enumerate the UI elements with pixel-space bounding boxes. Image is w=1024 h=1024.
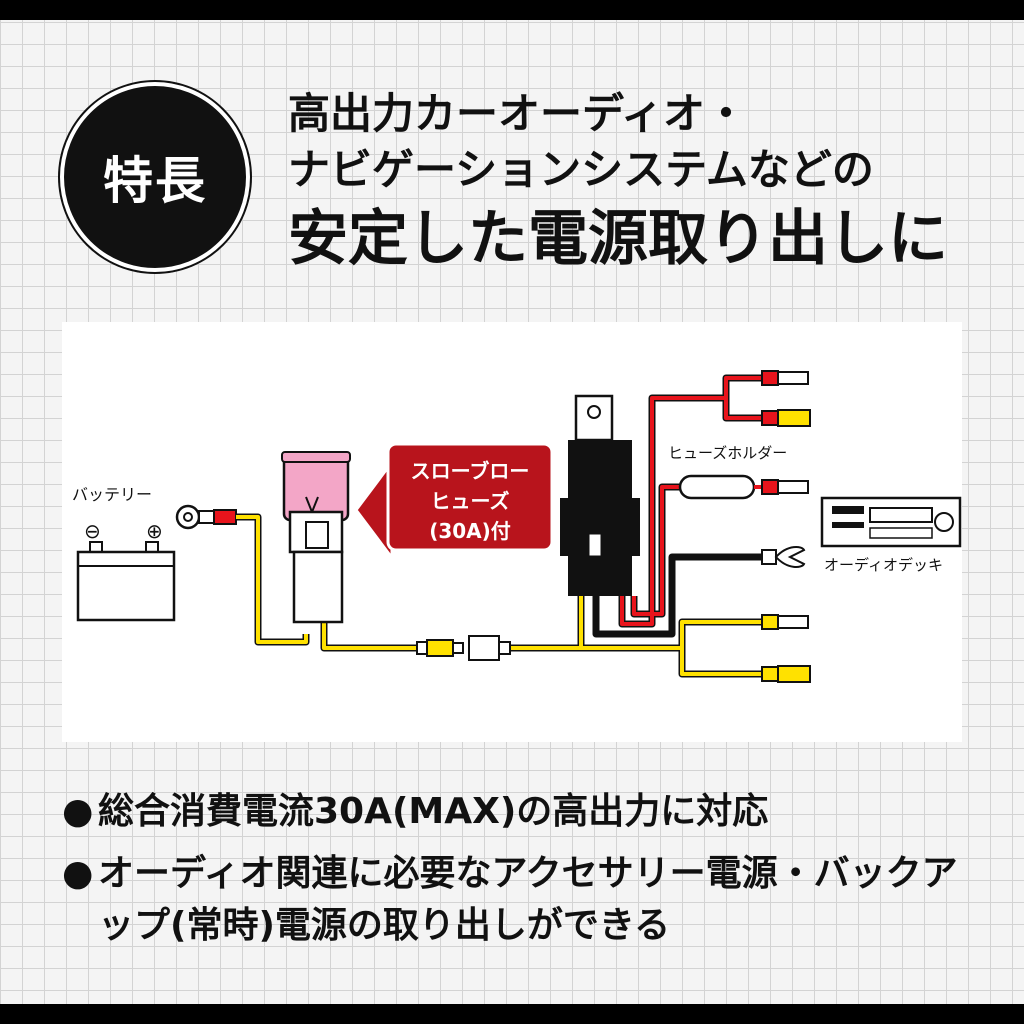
- fuse-holder-icon: [678, 474, 762, 500]
- bullet-icon: ●: [62, 853, 94, 894]
- callout-line-2: ヒューズ: [431, 489, 510, 513]
- fuse-holder-label: ヒューズホルダー: [668, 444, 787, 462]
- battery-label: バッテリー: [72, 485, 152, 504]
- yellow-wire-terminals: [761, 614, 811, 683]
- bullet-icon: ●: [62, 791, 94, 832]
- feature-text: オーディオ関連に必要なアクセサリー電源・バックアップ(常時)電源の取り出しができ…: [98, 853, 958, 946]
- feature-item: ● オーディオ関連に必要なアクセサリー電源・バックアップ(常時)電源の取り出しが…: [62, 848, 982, 952]
- headline-line-3: 安定した電源取り出しに: [288, 204, 948, 274]
- battery-icon: [76, 541, 176, 622]
- feature-item: ● 総合消費電流30A(MAX)の高出力に対応: [62, 786, 982, 838]
- headline-line-1: 高出力カーオーディオ・: [288, 89, 748, 138]
- fuse-callout: スローブロー ヒューズ (30A)付: [354, 442, 554, 563]
- red-wire-terminals: [761, 370, 811, 495]
- callout-line-3: (30A)付: [429, 519, 511, 543]
- inline-connector-icon: [416, 635, 511, 661]
- feature-text: 総合消費電流30A(MAX)の高出力に対応: [98, 791, 769, 832]
- bottom-border-bar: [0, 1004, 1024, 1024]
- spade-terminal-icon: [761, 546, 806, 568]
- top-border-bar: [0, 0, 1024, 20]
- callout-line-1: スローブロー: [411, 459, 530, 483]
- feature-badge: 特長: [60, 82, 250, 272]
- relay-wires: [594, 376, 762, 636]
- ring-terminal-icon: [175, 504, 237, 530]
- feature-list: ● 総合消費電流30A(MAX)の高出力に対応 ● オーディオ関連に必要なアクセ…: [62, 786, 982, 962]
- headline: 高出力カーオーディオ・ ナビゲーションシステムなどの 安定した電源取り出しに: [288, 86, 948, 276]
- audio-deck-icon: [820, 496, 962, 548]
- badge-label: 特長: [103, 152, 207, 210]
- wiring-diagram-panel: バッテリー ⊖ ⊕: [62, 322, 962, 742]
- wiring-diagram: バッテリー ⊖ ⊕: [72, 370, 962, 683]
- relay-icon: [560, 394, 640, 596]
- battery-minus-symbol: ⊖: [84, 519, 101, 543]
- audio-deck-label: オーディオデッキ: [824, 556, 943, 574]
- slow-blow-fuse-icon: [281, 451, 351, 624]
- headline-line-2: ナビゲーションシステムなどの: [288, 145, 874, 194]
- battery-plus-symbol: ⊕: [146, 519, 163, 543]
- yellow-wires: [236, 515, 762, 676]
